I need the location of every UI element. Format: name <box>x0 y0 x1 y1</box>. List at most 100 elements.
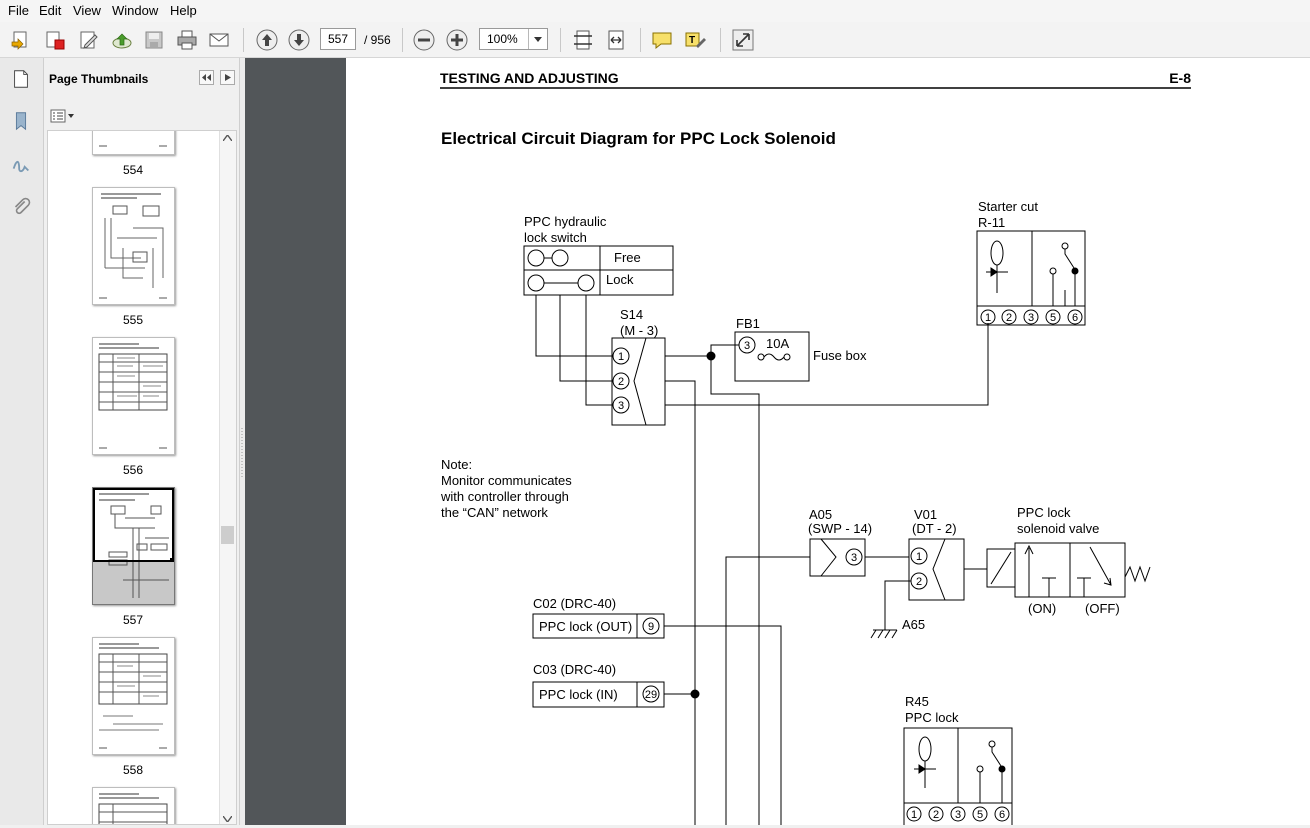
thumbnail-559[interactable] <box>92 787 175 824</box>
svg-text:(SWP - 14): (SWP - 14) <box>808 521 872 536</box>
toolbar: / 956 100% T <box>0 22 1310 58</box>
doc-title: Electrical Circuit Diagram for PPC Lock … <box>441 129 836 148</box>
svg-text:(ON): (ON) <box>1028 601 1056 616</box>
thumbnail-554[interactable] <box>92 131 175 155</box>
svg-text:5: 5 <box>1050 312 1056 324</box>
thumbnail-list: 554 555 556 557 558 <box>47 130 237 825</box>
svg-text:Starter cut: Starter cut <box>978 199 1038 214</box>
options-icon[interactable] <box>50 107 76 125</box>
svg-text:2: 2 <box>1006 312 1012 324</box>
thumbnail-557[interactable] <box>92 487 175 605</box>
highlight-icon[interactable]: T <box>682 27 708 53</box>
thumbnails-panel: Page Thumbnails 554 555 556 557 55 <box>44 58 240 825</box>
svg-text:A05: A05 <box>809 507 832 522</box>
zoom-out-icon[interactable] <box>411 27 437 53</box>
solenoid-valve: PPC lock solenoid valve (ON) (OFF) <box>964 505 1151 616</box>
svg-text:FB1: FB1 <box>736 316 760 331</box>
svg-text:29: 29 <box>645 689 657 701</box>
svg-text:the “CAN” network: the “CAN” network <box>441 505 548 520</box>
svg-text:solenoid valve: solenoid valve <box>1017 521 1099 536</box>
svg-text:PPC hydraulic: PPC hydraulic <box>524 214 607 229</box>
svg-text:R45: R45 <box>905 694 929 709</box>
doc-header-left: TESTING AND ADJUSTING <box>440 70 619 86</box>
svg-text:5: 5 <box>977 809 983 821</box>
svg-text:with controller through: with controller through <box>440 489 569 504</box>
panel-splitter[interactable] <box>240 58 245 825</box>
zoom-select[interactable]: 100% <box>479 28 548 50</box>
lock-switch: PPC hydraulic lock switch Free Lock <box>523 214 674 296</box>
edit-icon[interactable] <box>76 27 102 53</box>
svg-text:C03 (DRC-40): C03 (DRC-40) <box>533 662 616 677</box>
document-view: TESTING AND ADJUSTING E-8 Electrical Cir… <box>245 58 1310 825</box>
connector-c03: C03 (DRC-40) PPC lock (IN) 29 <box>532 662 665 708</box>
save-icon[interactable] <box>141 27 167 53</box>
svg-text:2: 2 <box>618 376 624 388</box>
scroll-up-icon[interactable] <box>223 135 232 141</box>
svg-text:3: 3 <box>1028 312 1034 324</box>
svg-text:(DT - 2): (DT - 2) <box>912 521 957 536</box>
svg-text:Monitor communicates: Monitor communicates <box>441 473 572 488</box>
svg-text:PPC lock: PPC lock <box>1017 505 1071 520</box>
doc-header-right: E-8 <box>1169 70 1191 86</box>
svg-text:R-11: R-11 <box>978 215 1005 230</box>
bookmarks-icon[interactable] <box>8 108 34 134</box>
svg-text:PPC lock: PPC lock <box>905 710 959 725</box>
thumbnail-558[interactable] <box>92 637 175 755</box>
scroll-down-icon[interactable] <box>223 816 232 822</box>
export-icon[interactable] <box>42 27 68 53</box>
thumbnail-555[interactable] <box>92 187 175 305</box>
print-icon[interactable] <box>174 27 200 53</box>
create-pdf-icon[interactable] <box>8 27 34 53</box>
signatures-icon[interactable] <box>8 152 34 178</box>
prev-page-icon[interactable] <box>254 27 280 53</box>
connector-v01: V01 (DT - 2) 1 2 <box>908 507 965 601</box>
thumbnail-label: 555 <box>122 313 144 327</box>
comment-icon[interactable] <box>649 27 675 53</box>
svg-text:3: 3 <box>618 400 624 412</box>
zoom-in-icon[interactable] <box>444 27 470 53</box>
menu-window[interactable]: Window <box>112 3 159 18</box>
menu-edit[interactable]: Edit <box>39 3 62 18</box>
svg-text:C02 (DRC-40): C02 (DRC-40) <box>533 596 616 611</box>
relay-r11: Starter cut R-11 1 2 3 5 6 <box>976 199 1086 326</box>
svg-text:3: 3 <box>851 552 857 564</box>
svg-text:1: 1 <box>916 551 922 563</box>
thumbnail-label: 554 <box>122 163 144 177</box>
connector-a05: A05 (SWP - 14) 3 <box>808 507 872 577</box>
fit-page-icon[interactable] <box>570 27 596 53</box>
menu-help[interactable]: Help <box>170 3 197 18</box>
svg-text:S14: S14 <box>620 307 643 322</box>
chevron-down-icon[interactable] <box>528 29 547 49</box>
menu-file[interactable]: File <box>8 3 29 18</box>
fuse-box-fb1: FB1 3 10A Fuse box <box>734 316 867 382</box>
page-number-input[interactable] <box>320 28 356 50</box>
svg-text:(M - 3): (M - 3) <box>620 323 658 338</box>
thumbnail-scrollbar[interactable] <box>219 131 236 824</box>
svg-text:Free: Free <box>614 250 641 265</box>
fit-width-icon[interactable] <box>603 27 629 53</box>
collapse-panel-icon[interactable] <box>199 70 214 85</box>
svg-text:Note:: Note: <box>441 457 472 472</box>
expand-panel-icon[interactable] <box>220 70 235 85</box>
upload-icon[interactable] <box>109 27 135 53</box>
document-page: TESTING AND ADJUSTING E-8 Electrical Cir… <box>346 58 1310 825</box>
page-total: / 956 <box>364 33 391 47</box>
scrollbar-thumb[interactable] <box>221 526 234 544</box>
svg-text:V01: V01 <box>914 507 937 522</box>
svg-text:1: 1 <box>618 351 624 363</box>
fullscreen-icon[interactable] <box>730 27 756 53</box>
thumbnail-556[interactable] <box>92 337 175 455</box>
svg-text:3: 3 <box>744 340 750 352</box>
next-page-icon[interactable] <box>286 27 312 53</box>
svg-text:1: 1 <box>911 809 917 821</box>
svg-text:2: 2 <box>933 809 939 821</box>
menu-view[interactable]: View <box>73 3 101 18</box>
svg-text:6: 6 <box>999 809 1005 821</box>
svg-text:PPC lock (OUT): PPC lock (OUT) <box>539 619 632 634</box>
svg-text:Lock: Lock <box>606 272 634 287</box>
svg-text:PPC lock (IN): PPC lock (IN) <box>539 687 618 702</box>
email-icon[interactable] <box>206 27 232 53</box>
a65-label: A65 <box>902 617 925 632</box>
page-thumbnails-icon[interactable] <box>8 66 34 92</box>
attachments-icon[interactable] <box>8 194 34 220</box>
